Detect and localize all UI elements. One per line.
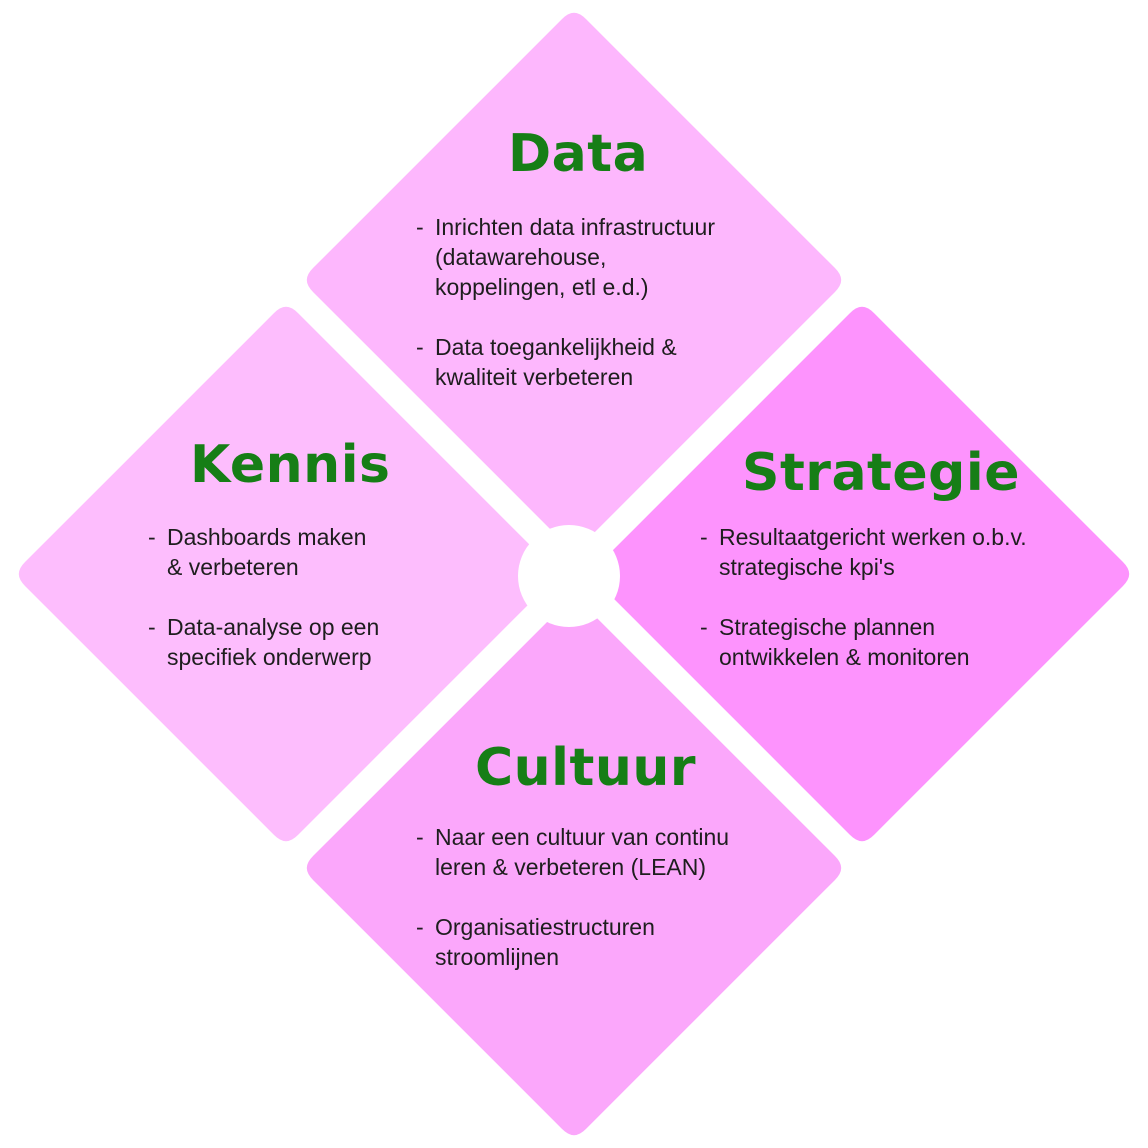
cultuur-title: Cultuur: [475, 738, 697, 798]
data-bullet-2: -Data toegankelijkheid & kwaliteit verbet…: [416, 332, 715, 392]
data-bullet-1: -Inrichten data infrastructuur (datawareh…: [416, 212, 715, 302]
data-bullets: -Inrichten data infrastructuur(datawareh…: [416, 212, 715, 392]
strategie-bullet-1-line: strategische kpi's: [719, 554, 895, 580]
kennis-bullet-2: -Data-analyse op een specifiek onderwerp: [148, 612, 379, 672]
strategie-bullet-1-line: Resultaatgericht werken o.b.v.: [719, 524, 1027, 550]
kennis-bullet-1-line: & verbeteren: [167, 554, 299, 580]
bullet-dash: -: [416, 824, 424, 850]
cultuur-bullet-1-line: Naar een cultuur van continu: [435, 824, 730, 850]
kennis-bullets: -Dashboards maken& verbeteren-Data-analy…: [148, 522, 379, 672]
strategie-bullet-2: -Strategische plannen ontwikkelen & monit…: [700, 612, 1027, 672]
data-bullet-1-line: (datawarehouse,: [435, 244, 607, 270]
data-title: Data: [508, 124, 649, 184]
strategie-title: Strategie: [742, 443, 1020, 503]
bullet-dash: -: [148, 614, 156, 640]
kennis-bullet-2-line: Data-analyse op een: [167, 614, 380, 640]
bullet-dash: -: [700, 524, 708, 550]
bullet-dash: -: [700, 614, 708, 640]
strategie-bullet-2-line: Strategische plannen: [719, 614, 936, 640]
strategie-bullet-1: -Resultaatgericht werken o.b.v. strategis…: [700, 522, 1027, 582]
kennis-title: Kennis: [190, 435, 391, 495]
cultuur-bullet-2-line: Organisatiestructuren: [435, 914, 655, 940]
bullet-dash: -: [416, 214, 424, 240]
bullet-dash: -: [148, 524, 156, 550]
bullet-dash: -: [416, 334, 424, 360]
kennis-bullet-1-line: Dashboards maken: [167, 524, 367, 550]
cultuur-bullet-1-line: leren & verbeteren (LEAN): [435, 854, 707, 880]
data-bullet-2-line: kwaliteit verbeteren: [435, 364, 634, 390]
strategie-bullet-2-line: ontwikkelen & monitoren: [719, 644, 970, 670]
data-bullet-1-line: koppelingen, etl e.d.): [435, 274, 649, 300]
data-bullet-1-line: Inrichten data infrastructuur: [435, 214, 715, 240]
strategie-bullets: -Resultaatgericht werken o.b.v.strategis…: [700, 522, 1027, 672]
kennis-bullet-2-line: specifiek onderwerp: [167, 644, 372, 670]
cultuur-bullet-2-line: stroomlijnen: [435, 944, 559, 970]
kennis-tile: [8, 296, 564, 852]
cultuur-bullet-1: -Naar een cultuur van continu leren & ver…: [416, 822, 729, 882]
center-circle: [518, 525, 620, 627]
bullet-dash: -: [416, 914, 424, 940]
data-bullet-2-line: Data toegankelijkheid &: [435, 334, 677, 360]
cultuur-bullet-2: -Organisatiestructuren stroomlijnen: [416, 912, 729, 972]
kennis-bullet-1: -Dashboards maken & verbeteren: [148, 522, 379, 582]
